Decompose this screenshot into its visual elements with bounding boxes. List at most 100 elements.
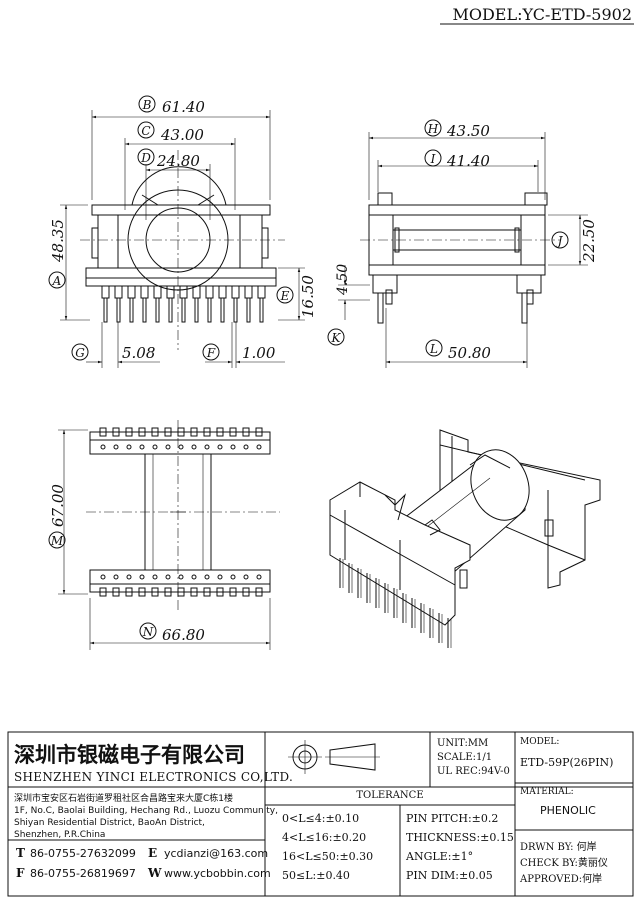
dim-H-value: 43.50: [446, 122, 490, 140]
pin: [116, 297, 121, 323]
email-address: ycdianzi@163.com: [164, 847, 268, 860]
pin-block: [114, 285, 123, 299]
pin-block: [125, 427, 133, 437]
tolerance-6: THICKNESS:±0.15: [406, 831, 514, 844]
ul-rec-text: UL REC:94V-0: [437, 766, 510, 777]
pin-hole: [230, 444, 236, 450]
pin-block: [255, 427, 263, 437]
address-en-1: 1F, No.C, Baolai Building, Hechang Rd., …: [14, 806, 278, 816]
pin-block: [242, 427, 250, 437]
pin-block: [138, 587, 146, 597]
dim-J-letter: J: [555, 234, 564, 248]
title-block: 深圳市银磁电子有限公司 SHENZHEN YINCI ELECTRONICS C…: [7, 731, 634, 897]
pin-hole: [243, 444, 249, 450]
pin-hole: [152, 444, 158, 450]
pin-block: [125, 587, 133, 597]
address-en-3: Shenzhen, P.R.China: [14, 830, 105, 840]
dim-G-letter: G: [75, 346, 85, 360]
pin-block: [164, 587, 172, 597]
bottom-view: [86, 420, 280, 610]
tolerance-5: PIN PITCH:±0.2: [406, 812, 498, 825]
pin-hole: [126, 444, 132, 450]
pin-block: [203, 587, 211, 597]
pin-block: [138, 427, 146, 437]
web-label: W: [147, 866, 162, 880]
isometric-view: [329, 429, 601, 648]
dim-G-value: 5.08: [122, 344, 155, 362]
pin-block: [177, 587, 185, 597]
dim-B-letter: B: [142, 98, 152, 112]
pin-hole: [191, 444, 197, 450]
pin-hole: [126, 574, 132, 580]
front-dims: B 61.40 C 43.00 D 24.80 A 48.35 E 16.50 …: [48, 95, 317, 368]
pin-hole: [230, 574, 236, 580]
fax-label: F: [16, 866, 25, 880]
pin-block: [151, 587, 159, 597]
pin: [233, 297, 238, 323]
pin-hole: [100, 574, 106, 580]
pin-block: [242, 587, 250, 597]
pin-block: [127, 285, 136, 299]
pin-block: [229, 587, 237, 597]
approved-by: APPROVED:何岸: [519, 872, 602, 885]
dim-C-value: 43.00: [160, 126, 204, 144]
pin-hole: [139, 574, 145, 580]
side-dims: H 43.50 I 41.40 J 22.50 K 4.50 L 50.80: [327, 119, 598, 368]
pin-hole: [113, 444, 119, 450]
dim-F-letter: F: [206, 346, 216, 360]
pin-block: [190, 427, 198, 437]
tolerance-8: PIN DIM:±0.05: [406, 869, 493, 882]
dim-A-letter: A: [52, 274, 62, 288]
dim-D-value: 24.80: [156, 152, 200, 170]
pin-block: [203, 427, 211, 437]
pin: [168, 297, 173, 323]
material-value: PHENOLIC: [540, 804, 596, 817]
dim-C-letter: C: [141, 124, 150, 138]
dim-J-value: 22.50: [580, 219, 598, 263]
dim-M-value: 67.00: [49, 484, 67, 527]
pin: [259, 297, 264, 323]
model-value: ETD-59P(26PIN): [520, 756, 613, 769]
pin-hole: [152, 574, 158, 580]
pin-block: [190, 587, 198, 597]
pin-hole: [165, 444, 171, 450]
dim-E-letter: E: [280, 289, 290, 303]
dim-K-value: 4.50: [335, 264, 351, 296]
pin-block: [229, 427, 237, 437]
fax-number: 86-0755-26819697: [30, 867, 136, 880]
pin-block: [218, 285, 227, 299]
pin-hole: [100, 444, 106, 450]
pin-hole: [178, 444, 184, 450]
pin-block: [255, 587, 263, 597]
pin-block: [244, 285, 253, 299]
model-title: MODEL:YC-ETD-5902: [452, 5, 632, 24]
drawn-by: DRWN BY: 何岸: [520, 840, 597, 853]
dim-A-value: 48.35: [49, 219, 67, 263]
dim-D-letter: D: [140, 151, 151, 165]
pin-block: [99, 427, 107, 437]
company-name-cn: 深圳市银磁电子有限公司: [14, 742, 245, 767]
dim-M-letter: M: [50, 534, 64, 548]
pin-hole: [217, 574, 223, 580]
pin-block: [153, 285, 162, 299]
tolerance-4: 50≤L:±0.40: [282, 869, 350, 882]
tolerance-2: 4<L≤16:±0.20: [282, 831, 366, 844]
pin-block: [231, 285, 240, 299]
dim-B-value: 61.40: [162, 98, 205, 116]
web-address: www.ycbobbin.com: [164, 867, 271, 880]
bottom-dims: M 67.00 N 66.80: [48, 429, 271, 650]
pin: [207, 297, 212, 323]
tel-label: T: [16, 846, 25, 860]
pin-block: [205, 285, 214, 299]
material-label: MATERIAL:: [520, 787, 574, 797]
address-cn: 深圳市宝安区石岩街道罗租社区合昌路宝来大厦C栋1楼: [14, 792, 233, 804]
dim-K-letter: K: [331, 331, 342, 345]
pin: [129, 297, 134, 323]
pin-block: [112, 587, 120, 597]
pin-hole: [256, 574, 262, 580]
dim-I-value: 41.40: [446, 152, 490, 170]
pin: [220, 297, 225, 323]
pin-block: [216, 587, 224, 597]
dim-L-value: 50.80: [448, 344, 491, 362]
